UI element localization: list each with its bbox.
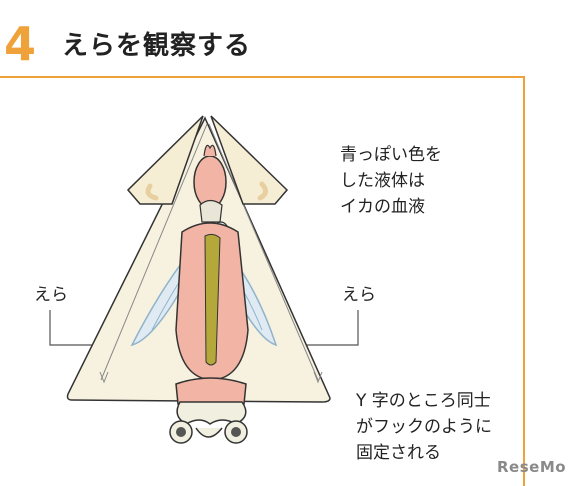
mantle-inner-line-right: [208, 123, 319, 381]
blood-callout: 青っぽい色を した液体は イカの血液: [340, 142, 442, 220]
head-center: [195, 427, 223, 438]
blood-callout-line-3: イカの血液: [340, 197, 425, 217]
blood-callout-line-1: 青っぽい色を: [340, 145, 442, 165]
gill-label-left: えら: [34, 285, 68, 305]
blood-callout-line-2: した液体は: [340, 171, 425, 191]
y-joint-line-3: 固定される: [356, 443, 441, 463]
mantle-mark-right: [313, 371, 323, 384]
mantle-mark-left: [99, 371, 109, 384]
eye-left-pupil: [176, 427, 186, 437]
organ-joint: [199, 199, 223, 223]
squid-gill-diagram: [49, 115, 359, 444]
y-joint-line-1: Y 字のところ同士: [356, 391, 491, 411]
fin-left-spot: [145, 183, 159, 201]
y-joint-callout: Y 字のところ同士 がフックのように 固定される: [356, 388, 492, 466]
fin-right-spot: [257, 181, 268, 201]
central-stripe: [204, 233, 221, 366]
fin-left: [126, 115, 204, 205]
head-collar: [176, 401, 247, 425]
content-frame: [0, 76, 525, 486]
gill-label-right: えら: [342, 285, 376, 305]
fin-right: [210, 115, 289, 205]
organ-tip: [203, 144, 217, 157]
watermark: ReseMo: [497, 458, 567, 476]
mantle-inner-line-left: [100, 123, 208, 381]
y-joint-line-2: がフックのように: [356, 417, 492, 437]
step-number: 4: [4, 17, 37, 71]
step-title: えらを観察する: [62, 31, 252, 61]
eye-right-pupil: [231, 427, 241, 437]
